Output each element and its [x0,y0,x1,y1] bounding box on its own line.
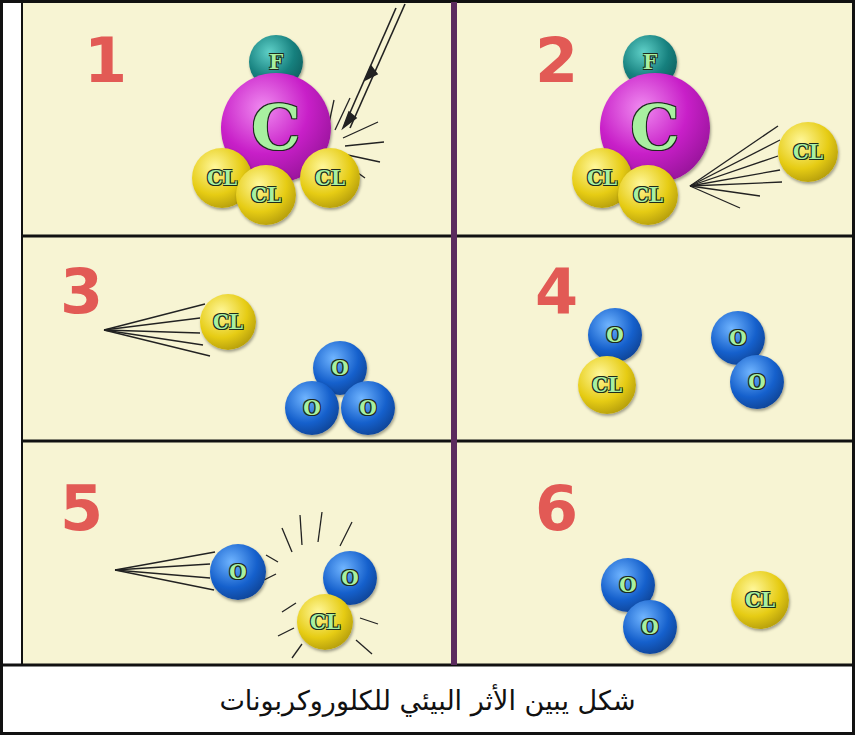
atom-symbol: CL [251,185,281,205]
divider [451,2,457,665]
atom-symbol: CL [207,168,237,188]
caption: شكل يبين الأثر البيئي للكلوروكربونات [219,685,635,716]
panel-border [22,235,853,238]
atom-symbol: O [619,575,636,595]
atom-symbol: O [748,372,765,392]
chlorine-atom: CL [236,165,296,225]
atom-symbol: F [269,52,283,72]
oxygen-atom: O [285,381,339,435]
panel-border [22,440,853,443]
panel-ground [22,2,852,665]
oxygen-atom: O [623,600,677,654]
panel-border [21,2,23,665]
panel-border [0,664,855,667]
atom-symbol: O [641,617,658,637]
atom-symbol: O [229,562,246,582]
atom-symbol: CL [587,168,617,188]
atom-symbol: CL [592,375,622,395]
step-panel: 5O O CL [22,442,451,664]
oxygen-atom: O [730,355,784,409]
chlorine-atom: CL [300,148,360,208]
step-panel: 2 F C CL CL CL [457,2,853,235]
step-panel: 1 F C CL CL CL [22,2,451,235]
step-number: 5 [60,478,103,540]
atom-symbol: O [729,328,746,348]
oxygen-atom: O [210,544,266,600]
chlorine-atom: CL [778,122,838,182]
step-number: 1 [84,30,127,92]
step-panel: 6O O CL [457,442,853,664]
atom-symbol: CL [793,142,823,162]
caption-box: شكل يبين الأثر البيئي للكلوروكربونات [0,665,855,735]
impact-burst [264,512,378,658]
step-number: 2 [535,30,578,92]
chlorine-atom: CL [578,356,636,414]
step-number: 6 [535,478,578,540]
step-number: 3 [60,261,103,323]
atom-symbol: CL [310,612,340,632]
atom-symbol: O [303,398,320,418]
chlorine-atom: CL [731,571,789,629]
atom-symbol: O [359,398,376,418]
chlorine-atom: CL [200,294,256,350]
atom-symbol: C [251,97,300,159]
oxygen-atom: O [588,308,642,362]
step-panel: 3CLOOO [22,237,451,440]
atom-symbol: CL [745,590,775,610]
atom-symbol: CL [213,312,243,332]
motion-lines [104,304,210,356]
atom-symbol: F [643,52,657,72]
atom-symbol: O [331,358,348,378]
chlorine-atom: CL [618,165,678,225]
step-panel: 4O CL O O [457,237,853,440]
step-number: 4 [535,261,578,323]
uv-ray [343,4,405,128]
atom-symbol: O [606,325,623,345]
atom-symbol: CL [315,168,345,188]
atom-symbol: O [341,568,358,588]
oxygen-atom: O [341,381,395,435]
atom-symbol: CL [633,185,663,205]
atom-symbol: C [630,97,679,159]
chlorine-atom: CL [297,594,353,650]
motion-lines [115,552,215,590]
